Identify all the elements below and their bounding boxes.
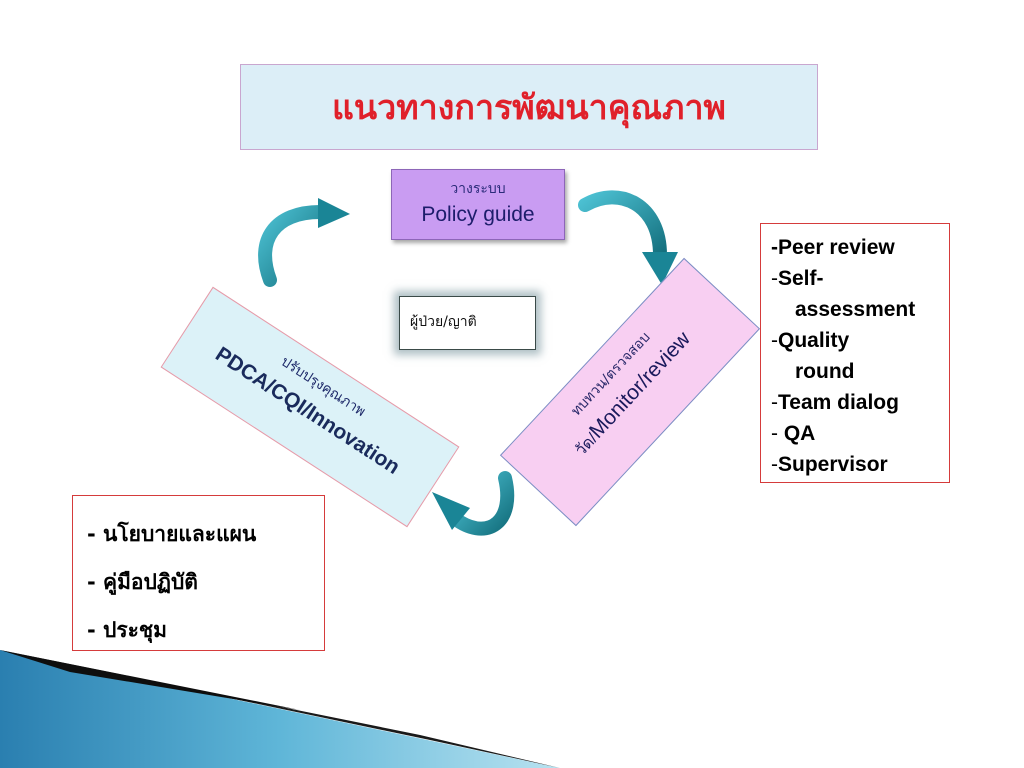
list-item: - คู่มือปฏิบัติ [87, 570, 198, 594]
black-stripe-2 [0, 650, 300, 710]
list-item: - QA [771, 422, 816, 445]
patient-family-box: ผู้ป่วย/ญาติ [399, 296, 536, 350]
list-item: - ประชุม [87, 618, 168, 642]
policy-guide-box: วางระบบ Policy guide [391, 169, 565, 240]
list-item: -Supervisor [771, 453, 888, 476]
arrow-policy-to-monitor [578, 190, 678, 285]
list-item: -Team dialog [771, 391, 899, 414]
page-title: แนวทางการพัฒนาคุณภาพ [332, 88, 726, 128]
list-item: round [795, 360, 855, 383]
arrow-monitor-to-pdca [432, 471, 515, 536]
review-methods-list: -Peer review -Self- assessment -Quality … [760, 223, 950, 483]
list-item: -Self- [771, 267, 824, 290]
list-item: -Peer review [771, 236, 895, 259]
patient-family-label: ผู้ป่วย/ญาติ [410, 314, 477, 330]
list-item: assessment [795, 298, 916, 321]
policy-items-list: - นโยบายและแผน - คู่มือปฏิบัติ - ประชุม [72, 495, 325, 651]
policy-english-label: Policy guide [421, 203, 535, 226]
list-item: -Quality [771, 329, 850, 352]
policy-thai-label: วางระบบ [450, 181, 506, 197]
list-item: - นโยบายและแผน [87, 522, 257, 546]
title-box: แนวทางการพัฒนาคุณภาพ [240, 64, 818, 150]
arrow-pdca-to-policy [258, 198, 350, 287]
